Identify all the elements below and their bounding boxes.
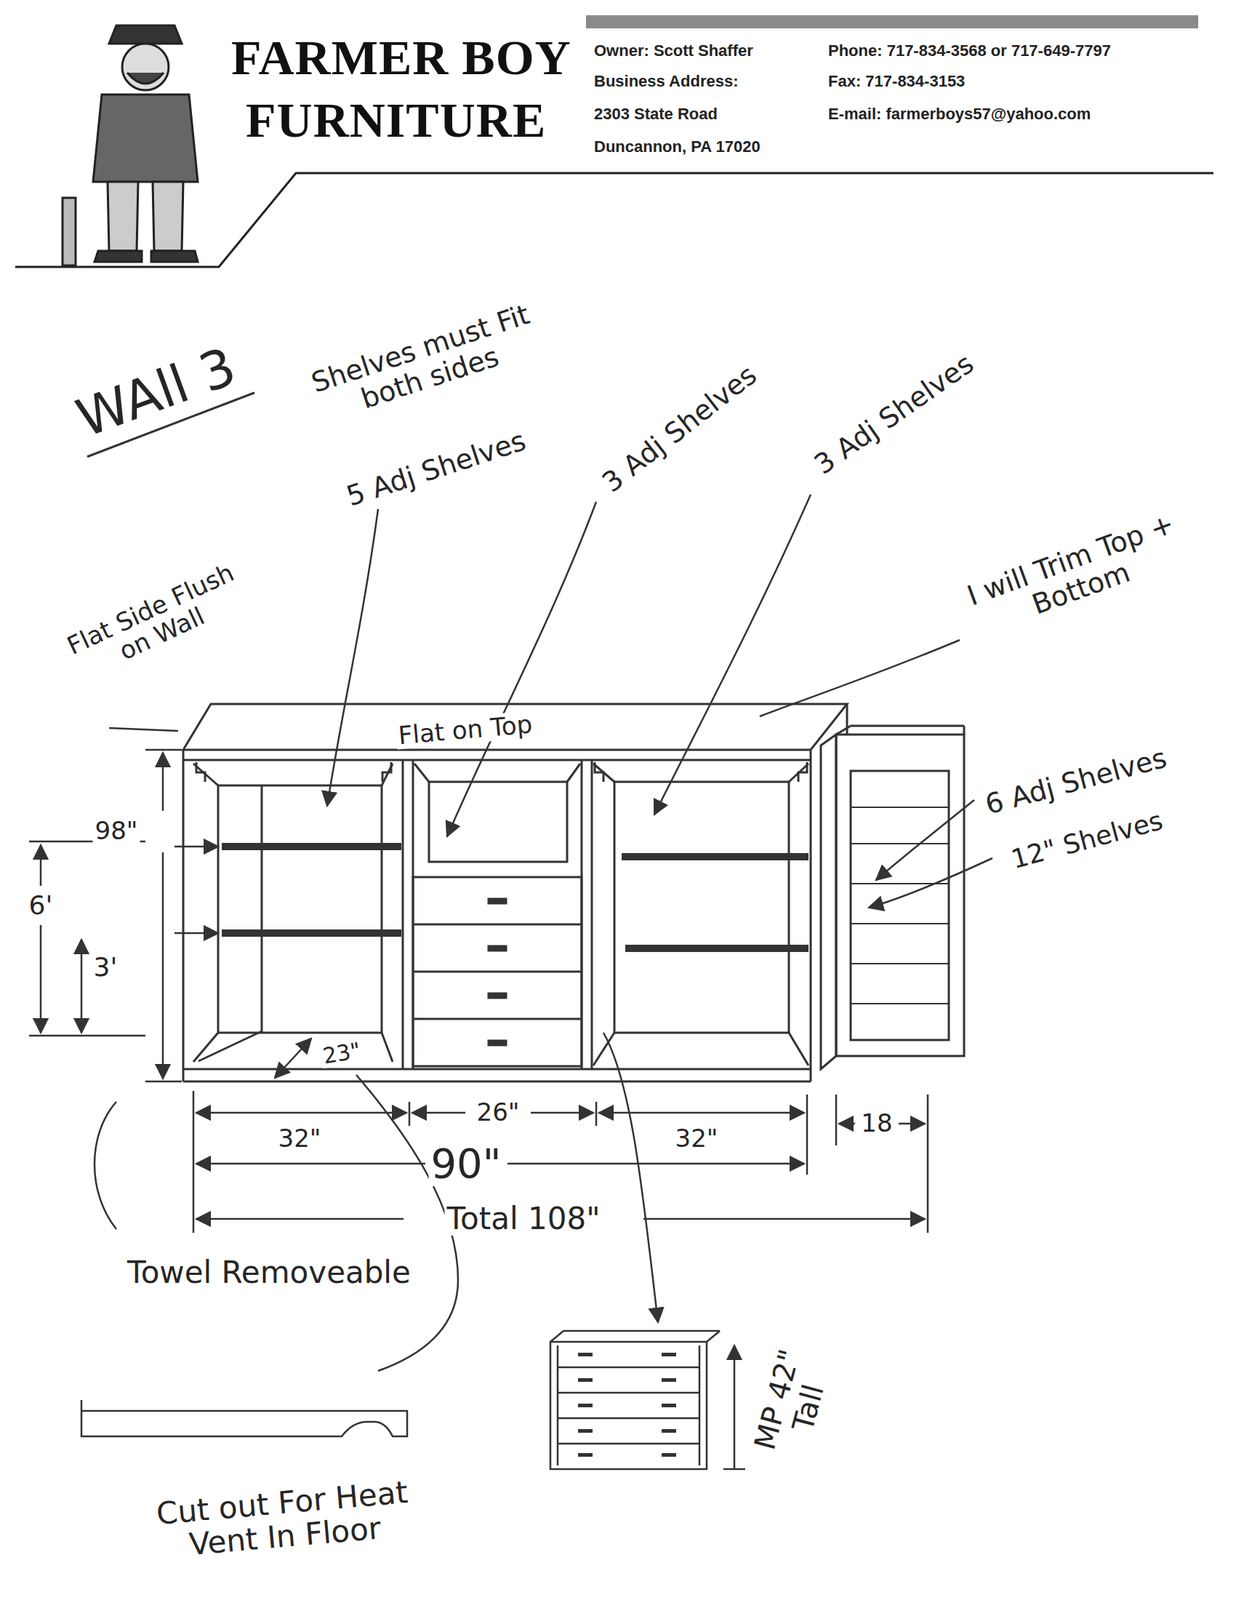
dimension: 23" — [319, 1037, 365, 1069]
fax-info: Fax: 717-834-3153 — [825, 72, 967, 91]
phone-info: Phone: 717-834-3568 or 717-649-7797 — [825, 42, 1114, 60]
note: Flat on Top — [394, 710, 536, 750]
note: Cut out For Heat Vent In Floor — [141, 1473, 427, 1566]
shelf-note: 12" Shelves — [1006, 804, 1169, 874]
dimension-lines — [29, 749, 928, 1233]
note: I will Trim Top + Bottom — [950, 503, 1202, 645]
note: Flat Side Flush on Wall — [50, 553, 263, 691]
owner-info: Owner: Scott Shaffer — [591, 42, 756, 60]
dimension: 32" — [673, 1124, 721, 1152]
dimension: 26" — [474, 1098, 523, 1126]
dimension: 3' — [91, 952, 120, 982]
address-info: Duncannon, PA 17020 — [591, 138, 763, 156]
dimension: 98" — [93, 817, 141, 845]
email-info: E-mail: farmerboys57@yahoo.com — [825, 105, 1093, 123]
dimension: Total 108" — [444, 1201, 603, 1236]
dimension: MP 42" Tall — [745, 1333, 841, 1474]
note: Towel Removeable — [125, 1255, 413, 1290]
address-info: Business Address: — [591, 72, 741, 91]
note: Shelves must Fit both sides — [299, 296, 551, 430]
company-name: FURNITURE — [243, 93, 549, 148]
company-name: FARMER BOY — [229, 30, 574, 86]
shelf-note: 3 Adj Shelves — [595, 358, 765, 500]
leader-lines — [94, 494, 993, 1498]
dimension: 6' — [26, 890, 56, 920]
address-info: 2303 State Road — [591, 105, 720, 123]
dimension: 18 — [858, 1109, 895, 1137]
dimension: 90" — [428, 1140, 504, 1186]
small-dresser — [550, 1330, 746, 1469]
dimension: 32" — [276, 1124, 324, 1152]
vent-board — [81, 1399, 408, 1436]
letterhead — [15, 15, 1214, 267]
shelf-note: 5 Adj Shelves — [340, 425, 532, 514]
cabinet — [183, 703, 965, 1082]
wall-title: WAll 3 — [67, 336, 246, 448]
shelf-note: 3 Adj Shelves — [807, 347, 982, 483]
